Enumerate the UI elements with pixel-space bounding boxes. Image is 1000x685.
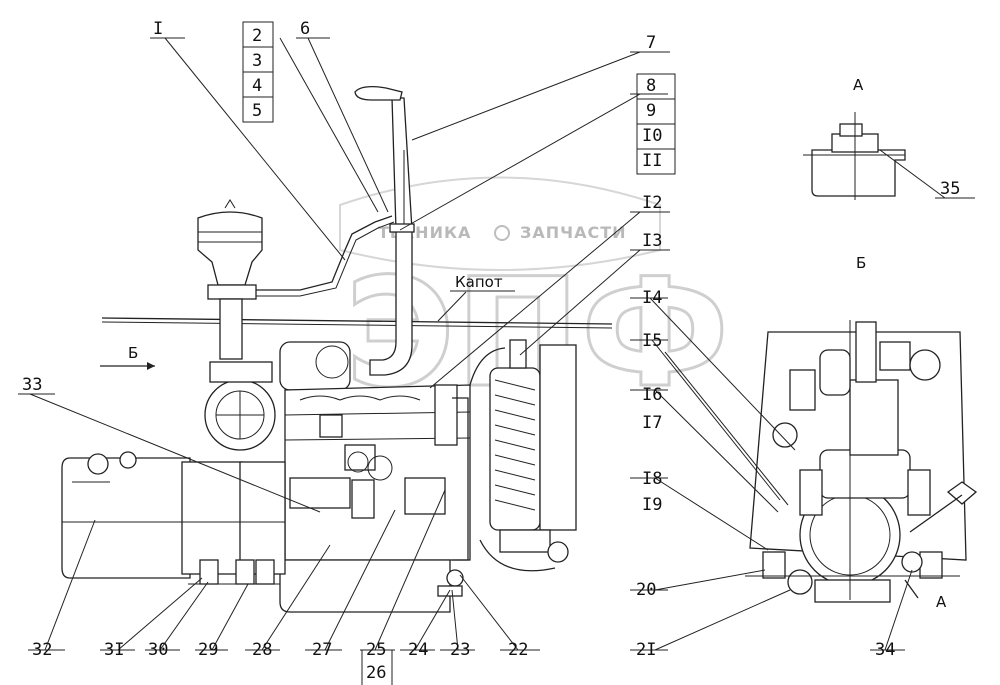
view-a-title: А — [853, 76, 864, 94]
gearbox — [61, 457, 191, 579]
label-1: I — [153, 19, 163, 39]
engine-side-view: Б Капот — [61, 86, 613, 613]
label-27: 27 — [312, 640, 332, 660]
label-25: 25 — [366, 640, 386, 660]
label-2: 2 — [252, 26, 262, 46]
label-17: I7 — [642, 413, 662, 433]
view-b-title: Б — [856, 254, 866, 272]
label-5: 5 — [252, 101, 262, 121]
label-13: I3 — [642, 231, 662, 251]
label-29: 29 — [198, 640, 218, 660]
label-7: 7 — [646, 33, 656, 53]
exhaust-cap — [354, 86, 403, 101]
label-30: 30 — [148, 640, 168, 660]
callout-labels: I 2 3 4 5 6 7 8 9 I0 II I2 I3 I4 I5 I6 I… — [22, 19, 960, 683]
label-31: 3I — [104, 640, 124, 660]
label-23: 23 — [450, 640, 470, 660]
hood-caption: Капот — [455, 273, 503, 291]
label-16: I6 — [642, 385, 662, 405]
watermark-brand-right: ЗАПЧАСТИ — [520, 223, 627, 242]
mount-31 — [199, 559, 219, 585]
label-4: 4 — [252, 76, 262, 96]
hood-line — [101, 317, 613, 325]
label-10: I0 — [642, 126, 662, 146]
label-18: I8 — [642, 469, 662, 489]
view-b-arrow-label: Б — [128, 344, 138, 362]
air-cleaner — [197, 211, 263, 286]
gear-icon — [494, 225, 510, 241]
label-8: 8 — [646, 76, 656, 96]
view-a-arrow-label: А — [936, 593, 947, 611]
label-14: I4 — [642, 288, 662, 308]
leader-lines — [18, 37, 975, 685]
label-32: 32 — [32, 640, 52, 660]
label-28: 28 — [252, 640, 272, 660]
label-3: 3 — [252, 51, 262, 71]
front-mount-right — [919, 551, 943, 579]
view-b-front: Б А — [745, 254, 978, 611]
fuel-pump — [289, 477, 351, 509]
connecting-tube — [256, 215, 393, 291]
label-20: 20 — [636, 580, 656, 600]
mount-29a — [235, 559, 255, 585]
label-21: 2I — [636, 640, 656, 660]
oil-pan — [279, 559, 451, 613]
label-6: 6 — [300, 19, 310, 39]
turbocharger — [279, 341, 351, 391]
front-mount-left — [762, 551, 786, 579]
exhaust-pipe — [369, 97, 413, 376]
label-12: I2 — [642, 193, 662, 213]
label-9: 9 — [646, 101, 656, 121]
label-35: 35 — [940, 179, 960, 199]
label-22: 22 — [508, 640, 528, 660]
mount-29b — [255, 559, 275, 585]
label-26: 26 — [366, 663, 386, 683]
intake-pipe — [219, 298, 243, 360]
view-a-detail: А — [803, 76, 906, 200]
label-15: I5 — [642, 331, 662, 351]
label-11: II — [642, 151, 662, 171]
label-33: 33 — [22, 375, 42, 395]
label-19: I9 — [642, 495, 662, 515]
radiator-shroud — [539, 344, 577, 531]
label-34: 34 — [875, 640, 895, 660]
label-24: 24 — [408, 640, 428, 660]
